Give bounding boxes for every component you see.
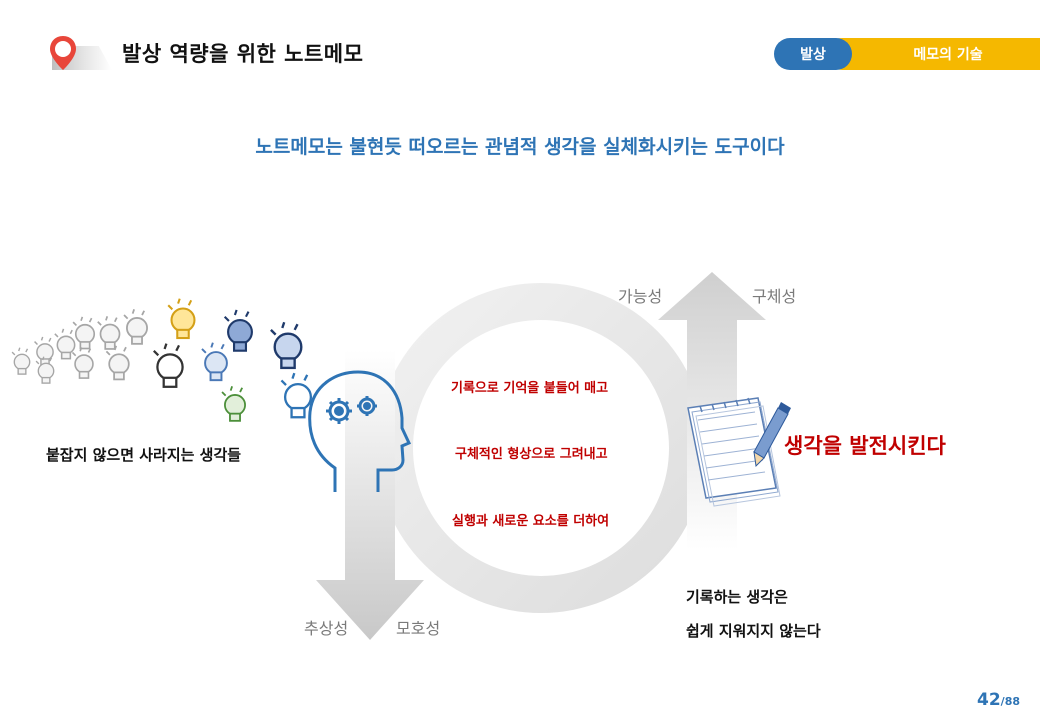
label-ambiguity: 모호성	[396, 619, 441, 638]
slide-subtitle: 노트메모는 불현듯 떠오르는 관념적 생각을 실체화시키는 도구이다	[255, 136, 785, 158]
caption-recorded-line1: 기록하는 생각은	[686, 588, 788, 606]
down-arrow	[316, 350, 424, 640]
section-tags: 메모의 기술 발상	[774, 38, 1040, 70]
label-possibility: 가능성	[618, 287, 663, 306]
center-line-add: 실행과 새로운 요소를 더하여	[452, 514, 610, 529]
page-title: 발상 역량을 위한 노트메모	[122, 42, 364, 66]
head-gears-icon	[308, 370, 412, 492]
lightbulb-icon	[11, 298, 313, 422]
location-pin-icon	[50, 36, 76, 70]
center-line-record: 기록으로 기억을 붙들어 매고	[451, 381, 609, 396]
cycle-center	[413, 320, 669, 576]
label-abstractness: 추상성	[304, 619, 349, 638]
page-number: 42/88	[977, 690, 1020, 710]
page-current: 42	[977, 690, 1001, 710]
notepad-pencil-icon	[687, 397, 791, 507]
tag-memo-skill: 메모의 기술	[826, 38, 1040, 70]
caption-develop-thoughts: 생각을 발전시킨다	[784, 434, 946, 458]
caption-recorded-line2: 쉽게 지워지지 않는다	[686, 622, 821, 640]
caption-vanishing-thoughts: 붙잡지 않으면 사라지는 생각들	[46, 446, 242, 464]
center-line-draw: 구체적인 형상으로 그려내고	[455, 447, 608, 462]
label-concreteness: 구체성	[752, 287, 797, 306]
tag-ideation: 발상	[774, 38, 852, 70]
page-total: /88	[1000, 695, 1020, 708]
